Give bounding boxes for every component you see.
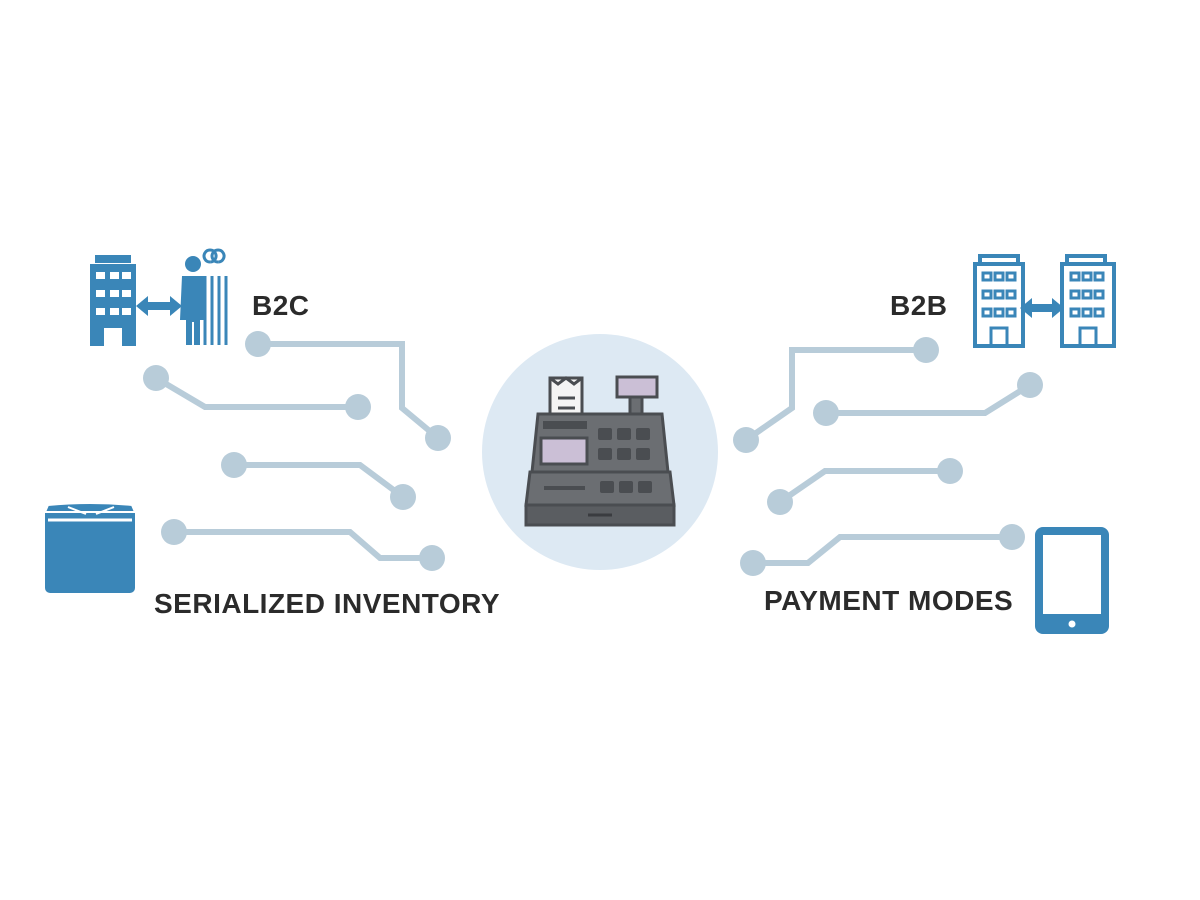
cash-register-icon	[524, 375, 676, 527]
connector-b2c	[258, 341, 440, 441]
connector-left-3	[234, 462, 405, 500]
connector-nodes-left	[143, 331, 451, 571]
connectors-right	[744, 347, 1032, 566]
connector-right-2	[826, 382, 1032, 416]
connector-left-2	[154, 375, 358, 410]
connector-b2b	[744, 347, 926, 443]
connector-nodes-right	[733, 337, 1043, 576]
building-to-people-icon	[90, 248, 228, 346]
b2b-label: B2B	[890, 290, 948, 321]
building-to-building-icon	[973, 254, 1116, 348]
connector-right-3	[778, 468, 950, 505]
connectors-left	[154, 341, 440, 561]
tablet-icon	[1035, 527, 1109, 634]
connector-inventory	[174, 529, 432, 561]
payment-modes-label: PAYMENT MODES	[764, 585, 1014, 616]
box-icon	[43, 502, 137, 593]
connector-payment	[753, 534, 1012, 566]
serialized-inventory-label: SERIALIZED INVENTORY	[154, 588, 501, 619]
b2c-label: B2C	[252, 290, 310, 321]
